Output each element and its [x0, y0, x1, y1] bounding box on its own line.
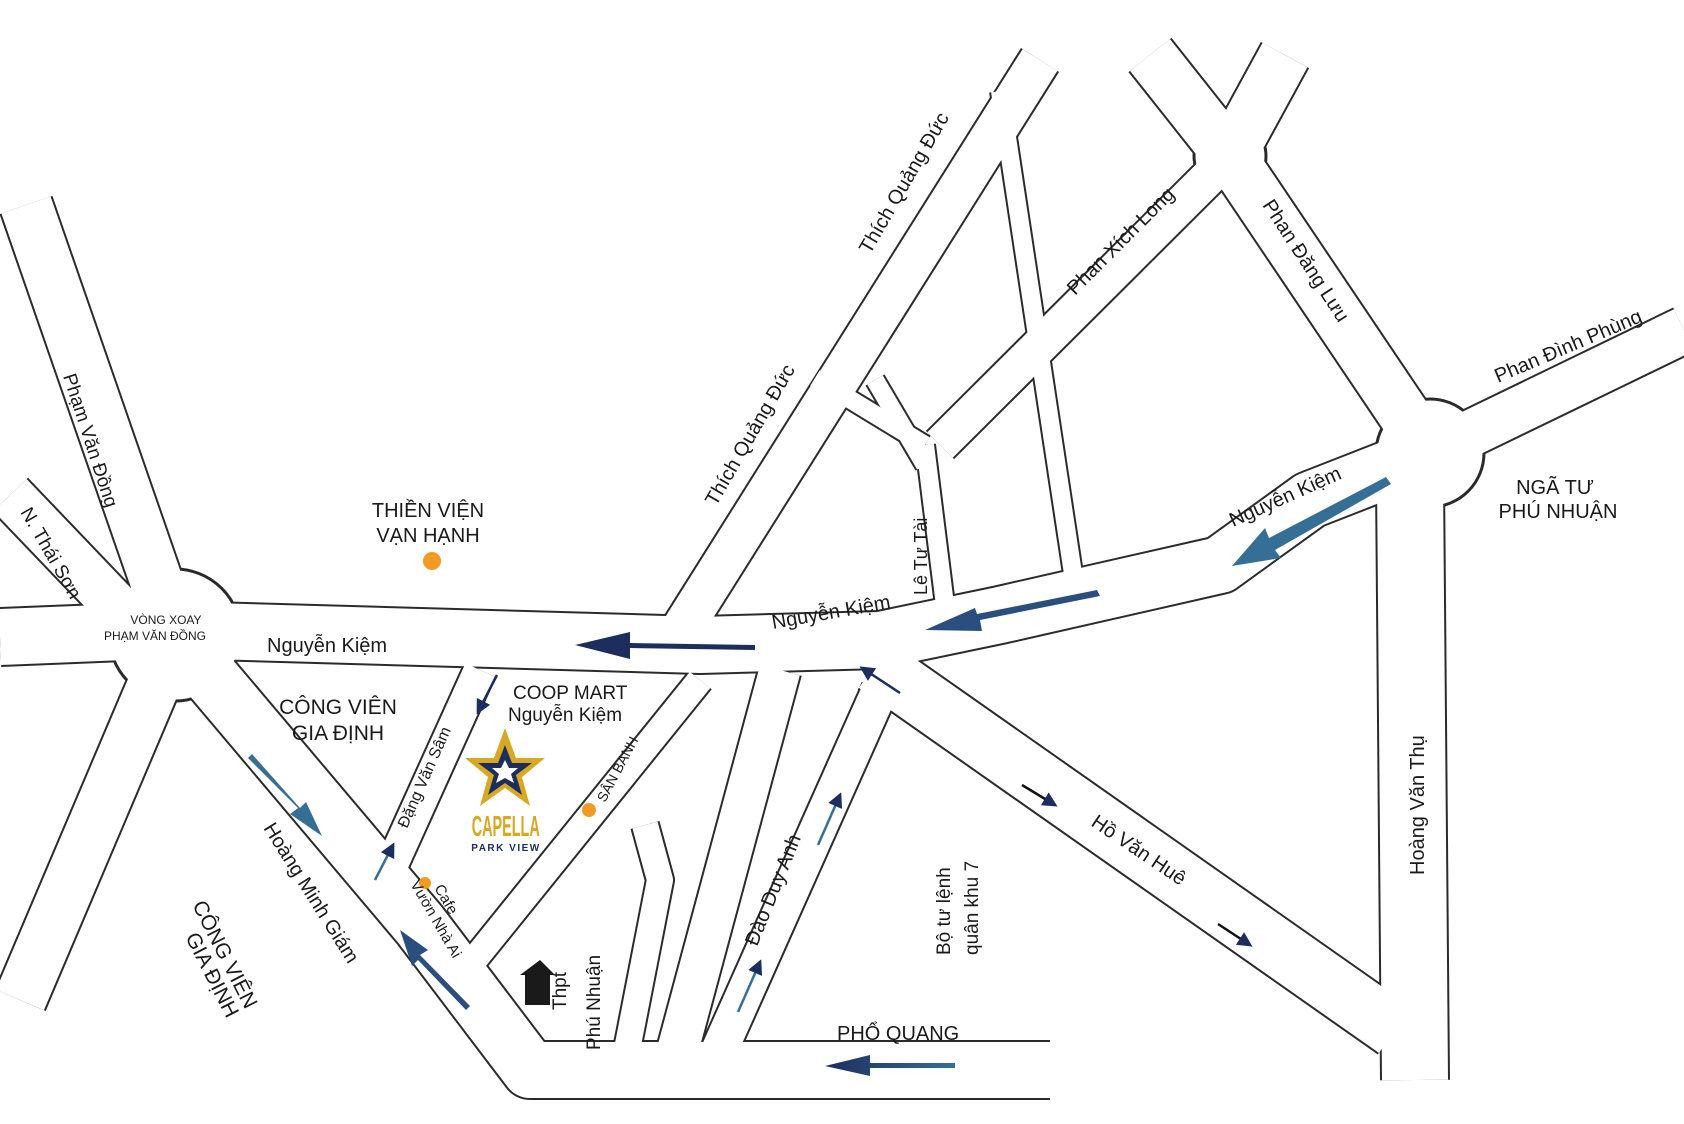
arrow-dao-duy-anh-2 — [736, 959, 763, 1013]
thien-vien-label-2: VẠN HẠNH — [376, 525, 479, 547]
arrow-hoang-minh-giam-up — [400, 930, 470, 1010]
small-traffic-arrows — [373, 666, 1253, 1013]
bo-tu-lenh-label-1: Bộ tư lệnh — [934, 867, 955, 955]
capella-logo: CAPELLA PARK VIEW — [465, 728, 545, 854]
capella-tagline: PARK VIEW — [471, 843, 540, 854]
nga-tu-label-1: NGÃ TƯ — [1516, 475, 1594, 499]
label-hoang-van-thu: Hoàng Văn Thụ — [1407, 735, 1429, 875]
bo-tu-lenh-label-2: quân khu 7 — [962, 861, 983, 955]
cong-vien-label-2: GIA ĐỊNH — [292, 722, 384, 745]
cafe-marker — [419, 877, 431, 889]
traffic-arrows — [248, 477, 1391, 1076]
coop-label-1: COOP MART — [513, 683, 628, 704]
nga-tu-label-2: PHÚ NHUẬN — [1499, 500, 1618, 523]
roundabout-label-1: VÒNG XOAY — [130, 612, 201, 627]
school-icon — [520, 960, 555, 1005]
arrow-dang-van-sam-up — [373, 842, 395, 881]
arrow-ho-van-hue-1 — [1021, 783, 1058, 807]
arrow-hoang-minh-giam-down — [248, 754, 322, 836]
thpt-label-2: Phú Nhuận — [584, 955, 605, 1050]
cong-vien-label-1: CÔNG VIÊN — [279, 696, 397, 719]
arrow-dang-van-sam-down — [476, 674, 499, 715]
thien-vien-marker — [423, 552, 441, 570]
label-nguyen-kiem-west: Nguyễn Kiệm — [267, 634, 387, 657]
points-of-interest — [419, 552, 596, 889]
road-fill — [0, 39, 1684, 1098]
arrow-nguyen-kiem-center — [925, 590, 1100, 631]
san-banh-marker — [582, 803, 596, 817]
label-le-tu-tai: Lê Tự Tài — [911, 518, 931, 595]
arrow-pho-quang — [825, 1055, 955, 1076]
arrow-ho-van-hue-2 — [1217, 922, 1253, 947]
arrow-nguyen-kiem-west — [575, 632, 755, 659]
thpt-label-1: Thpt — [550, 971, 571, 1010]
roundabout-label-2: PHẠM VĂN ĐỒNG — [104, 628, 206, 643]
coop-label-2: Nguyễn Kiệm — [508, 704, 622, 726]
arrow-nguyen-kiem-east — [1232, 477, 1391, 566]
capella-name: CAPELLA — [472, 810, 540, 842]
arrow-ho-van-hue-in — [859, 666, 901, 695]
thien-vien-label-1: THIỀN VIỆN — [372, 499, 484, 522]
label-pho-quang: PHỔ QUANG — [837, 1021, 959, 1045]
arrow-dao-duy-anh-1 — [816, 792, 843, 846]
